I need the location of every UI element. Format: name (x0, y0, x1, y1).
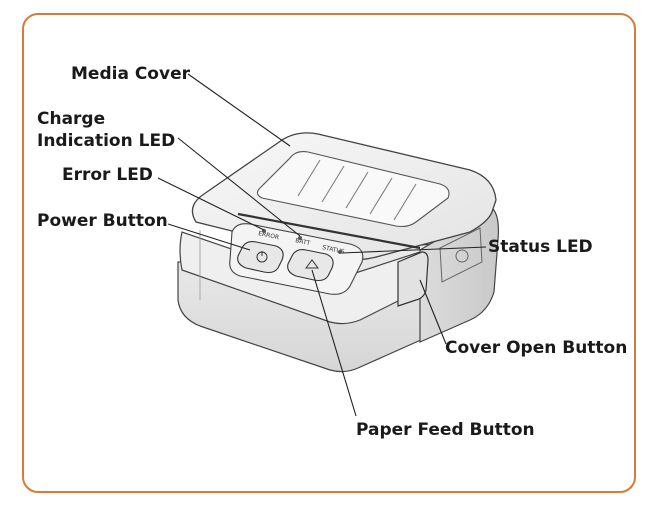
panel-text-error: ERROR (258, 230, 280, 241)
label-paper-feed-button: Paper Feed Button (356, 420, 535, 440)
label-status-led: Status LED (488, 237, 593, 257)
label-charge-led: Charge Indication LED (37, 109, 176, 151)
leader-media-cover (187, 73, 291, 147)
leader-cover-open (419, 279, 447, 345)
leader-charge-led (177, 137, 301, 237)
leader-status-led (341, 246, 487, 254)
leader-error-led (157, 177, 265, 231)
panel-text-batt: BATT (295, 237, 311, 247)
leader-paper-feed (311, 269, 357, 417)
charge-led-dot (298, 236, 302, 240)
cover-open-button (397, 251, 429, 307)
label-media-cover: Media Cover (71, 64, 190, 84)
label-cover-open-button: Cover Open Button (445, 338, 628, 358)
leader-power-button (167, 223, 251, 251)
status-led-dot (338, 250, 342, 254)
printer-right-side (419, 207, 499, 343)
label-power-button: Power Button (37, 211, 168, 231)
panel-text-status: STATUS (322, 244, 346, 256)
power-button (237, 241, 284, 274)
feed-icon (305, 259, 319, 269)
label-error-led: Error LED (62, 165, 153, 185)
paper-feed-button (287, 249, 334, 282)
